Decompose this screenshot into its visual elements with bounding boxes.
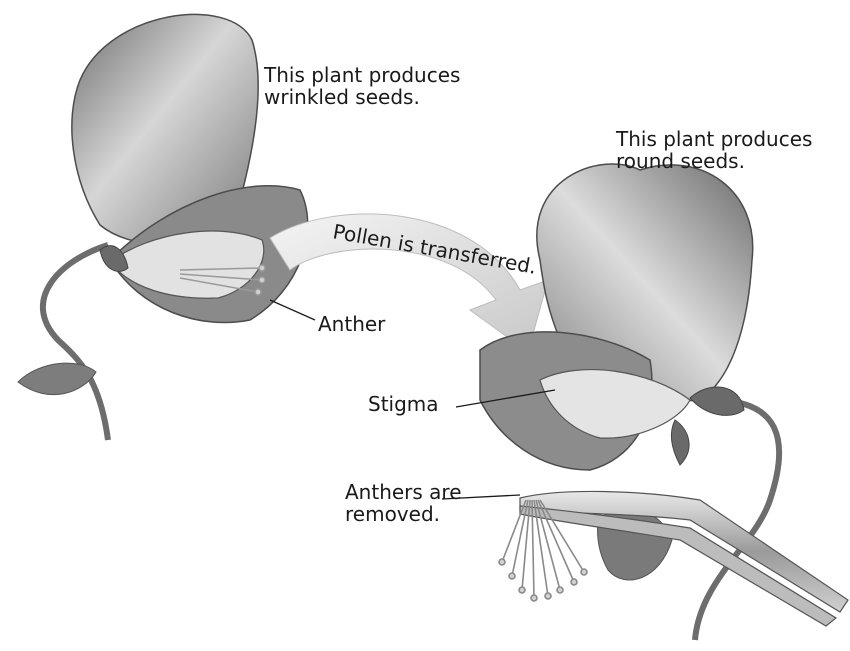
- round-seeds-label: This plant produces round seeds.: [616, 128, 812, 172]
- right-bract: [671, 420, 689, 465]
- wrinkled-seeds-line-2: wrinkled seeds.: [264, 86, 460, 108]
- anther-leader-line: [270, 300, 315, 320]
- anthers-removed-line-1: Anthers are: [345, 481, 462, 503]
- round-seeds-line-1: This plant produces: [616, 128, 812, 150]
- wrinkled-seeds-label: This plant produces wrinkled seeds.: [264, 64, 460, 108]
- wrinkled-seeds-line-1: This plant produces: [264, 64, 460, 86]
- tweezers: [520, 491, 848, 626]
- anthers-removed-line-2: removed.: [345, 503, 462, 525]
- anther-label: Anther: [318, 313, 385, 335]
- stigma-label: Stigma: [368, 393, 439, 415]
- pollen-transfer-arrow: Pollen is transferred.: [270, 214, 548, 352]
- left-stem: [43, 245, 108, 440]
- round-seeds-line-2: round seeds.: [616, 150, 812, 172]
- anthers-removed-label: Anthers are removed.: [345, 481, 462, 525]
- left-leaf: [18, 363, 96, 395]
